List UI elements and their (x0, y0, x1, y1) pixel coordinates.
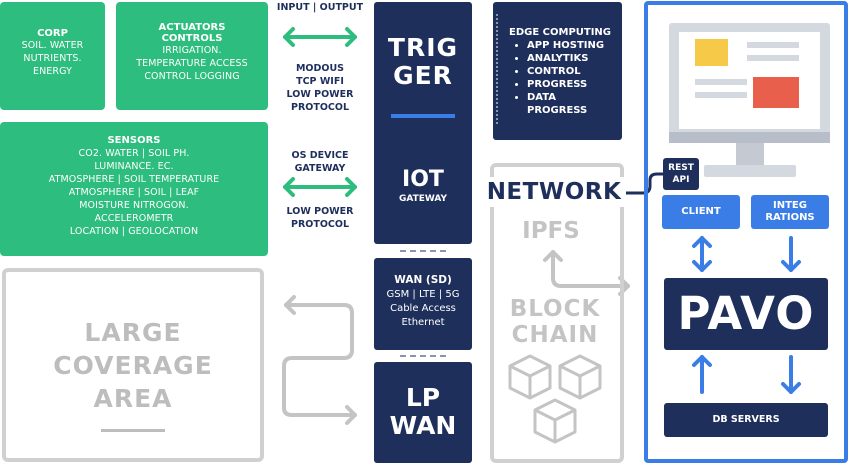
sensors-line: CO2. WATER | SOIL PH. (78, 148, 190, 159)
monitor-icon (669, 23, 830, 177)
low-power-line: PROTOCOL (290, 219, 349, 230)
double-arrow-icon (283, 177, 357, 197)
protocol-line: PROTOCOL (290, 102, 349, 113)
corp-title: CORP (37, 28, 68, 39)
blockchain-line: CHAIN (511, 322, 599, 348)
large-area-underline (101, 429, 165, 432)
iot-sub-label: GATEWAY (398, 194, 448, 204)
edge-dots (496, 14, 500, 124)
corp-line: ENERGY (32, 66, 72, 77)
blue-arrow-icon (781, 355, 801, 394)
sensors-box: SENSORS CO2. WATER | SOIL PH. LUMINANCE.… (0, 122, 268, 256)
edge-title: EDGE COMPUTING (509, 27, 612, 38)
low-power-line: LOW POWER (286, 206, 354, 217)
protocol-line: MODOUS (295, 63, 345, 74)
integrations-button[interactable]: INTEG RATIONS (751, 195, 829, 229)
edge-list: APP HOSTING ANALYTIKS CONTROL PROGRESS D… (509, 39, 618, 117)
lpwan-block: LP WAN (374, 362, 472, 463)
wan-line: Ethernet (401, 317, 445, 328)
actuators-line: IRRIGATION. (162, 45, 222, 56)
sensors-line: ATMOSPHERE | SOIL | LEAF (68, 187, 200, 198)
wan-block: WAN (SD) GSM | LTE | 5G Cable Access Eth… (374, 258, 472, 350)
sensors-title: SENSORS (107, 135, 161, 146)
protocol-line: LOW POWER (286, 89, 354, 100)
db-servers-block: DB SERVERS (664, 403, 828, 437)
client-button[interactable]: CLIENT (662, 195, 740, 229)
io-caption: INPUT | OUTPUT (276, 2, 364, 13)
sensors-line: ACCELEROMETR (94, 213, 174, 224)
sensors-line: MOISTURE NITROGON. (79, 200, 189, 211)
double-arrow-icon (283, 27, 357, 47)
rest-api-line: API (672, 175, 690, 185)
network-panel (490, 163, 624, 463)
sensors-line: LUMINANCE. EC. (94, 161, 174, 172)
blue-arrow-icon (692, 355, 712, 394)
trigger-block: TRIG GER (374, 2, 472, 134)
corp-box: CORP SOIL. WATER NUTRIENTS. ENERGY (0, 2, 105, 110)
pavo-panel (644, 1, 848, 463)
edge-item: DATA PROGRESS (527, 91, 587, 117)
edge-item: APP HOSTING (527, 39, 618, 52)
blocks-icon (508, 354, 602, 444)
rest-api-line: REST (668, 163, 694, 173)
corp-line: SOIL. WATER (21, 40, 84, 51)
corp-line: NUTRIENTS. (23, 53, 82, 64)
sensors-line: LOCATION | GEOLOCATION (69, 226, 199, 237)
actuators-title: ACTUATORS (158, 22, 226, 33)
actuators-line: TEMPERATURE ACCESS (136, 58, 248, 69)
edge-item: PROGRESS (527, 78, 618, 91)
trigger-underline (391, 114, 455, 118)
blue-arrow-icon (781, 236, 801, 272)
blockchain-line: BLOCK (509, 296, 601, 322)
large-coverage-area: LARGE COVERAGE AREA (2, 268, 264, 462)
divider (400, 250, 446, 252)
gateway-line: OS DEVICE (291, 150, 349, 161)
wan-line: Cable Access (390, 303, 456, 314)
blue-arrow-icon (692, 236, 712, 272)
integrations-line: RATIONS (765, 212, 815, 223)
actuators-subtitle: CONTROLS (161, 33, 223, 44)
edge-computing-box: EDGE COMPUTING APP HOSTING ANALYTIKS CON… (493, 2, 622, 140)
large-area-line: AREA (93, 384, 173, 413)
protocol-caption: MODOUS TCP WIFI LOW POWER PROTOCOL (268, 62, 372, 114)
gateway-caption: OS DEVICE GATEWAY (268, 149, 372, 175)
edge-item: ANALYTIKS (527, 52, 618, 65)
protocol-line: TCP WIFI (296, 76, 344, 87)
network-label: NETWORK (482, 177, 626, 207)
iot-label: IOT (402, 167, 444, 192)
lpwan-label: LP (405, 383, 441, 412)
lpwan-label: WAN (389, 411, 457, 440)
actuators-box: ACTUATORS CONTROLS IRRIGATION. TEMPERATU… (116, 2, 268, 110)
wan-line: GSM | LTE | 5G (386, 289, 460, 300)
rest-api-badge: REST API (663, 158, 699, 190)
pavo-title-block: PAVO (664, 278, 828, 350)
actuators-line: CONTROL LOGGING (144, 71, 240, 82)
sensors-line: ATMOSPHERE | SOIL TEMPERATURE (48, 174, 220, 185)
edge-item: CONTROL (527, 65, 618, 78)
iot-gateway-block: IOT GATEWAY (374, 134, 472, 244)
divider (400, 355, 446, 357)
gateway-line: GATEWAY (294, 163, 346, 174)
integrations-line: INTEG (773, 200, 807, 211)
large-area-line: COVERAGE (53, 351, 213, 380)
large-area-line: LARGE (84, 318, 182, 347)
trigger-label: TRIG (387, 33, 459, 62)
ipfs-label: IPFS (522, 218, 580, 244)
low-power-caption: LOW POWER PROTOCOL (268, 205, 372, 231)
grey-flow-arrow-icon (282, 295, 357, 425)
blockchain-label: BLOCK CHAIN (490, 296, 620, 348)
wan-title: WAN (SD) (394, 274, 452, 286)
trigger-label: GER (393, 61, 453, 90)
